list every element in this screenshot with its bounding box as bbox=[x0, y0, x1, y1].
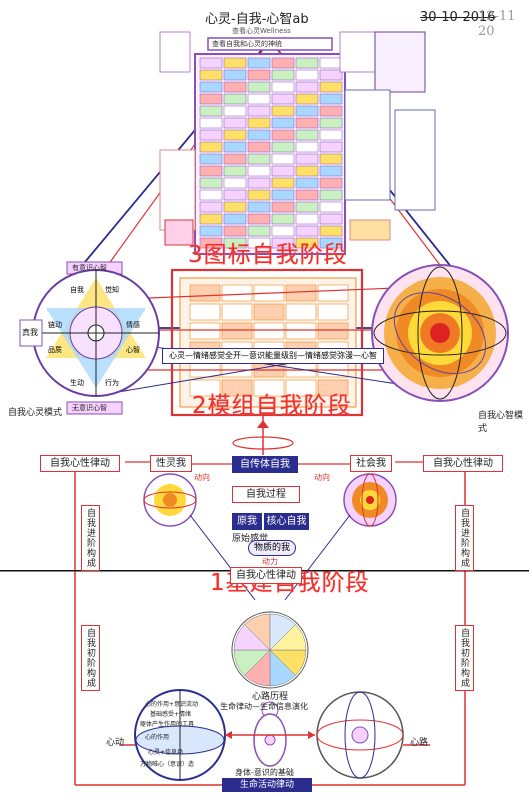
heart-circle-text-4: 心的作用 bbox=[145, 734, 170, 741]
mandala-seg-3: 情感 bbox=[126, 321, 140, 329]
right-mandala-caption: 自我心智模式 bbox=[478, 411, 524, 434]
heart-journey-label: 心路历程 bbox=[252, 692, 289, 702]
original-feel-label: 原始感觉 bbox=[232, 534, 269, 544]
mandala-seg-8: 链动 bbox=[48, 321, 62, 329]
core-right-box: 核心自我 bbox=[264, 513, 309, 530]
life-rhythm-label: 生命律动—生命信息演化 bbox=[220, 702, 308, 711]
process-box: 自我过程 bbox=[232, 486, 300, 503]
heart-circle bbox=[134, 689, 226, 781]
heart-circle-text-1: 心的作用+意识流动 bbox=[145, 701, 199, 708]
right-mandala bbox=[371, 264, 509, 402]
road-circle bbox=[316, 691, 404, 779]
left-upper-vertical: 自我进阶构成 bbox=[81, 505, 100, 571]
whole-self-box: 自传体自我 bbox=[232, 456, 298, 473]
core-left-box: 原我 bbox=[232, 513, 262, 530]
dyn-right-label: 动向 bbox=[314, 473, 330, 482]
stage3-label: 3图标自我阶段 bbox=[188, 242, 348, 268]
heart-circle-text-3: 躯体产生作用的工具 bbox=[140, 721, 195, 728]
power-label: 动力 bbox=[262, 557, 278, 566]
mandala-seg-4: 心智 bbox=[126, 346, 140, 354]
mandala-seg-7: 品质 bbox=[48, 346, 62, 354]
heart-move-label: 心动 bbox=[106, 738, 125, 748]
page-title: 心灵-自我-心智ab bbox=[205, 12, 309, 27]
middle-frame-outer bbox=[170, 268, 364, 417]
left-rhythm-box: 自我心性律动 bbox=[40, 455, 120, 472]
left-mandala-caption: 自我心灵模式 bbox=[8, 408, 63, 418]
top-chart-topbox: 查看自我和心灵的神统 bbox=[212, 40, 282, 48]
spirit-circle bbox=[143, 473, 197, 527]
left-mandala-side: 真我 bbox=[22, 328, 38, 337]
heart-circle-text-5: 心灵+信息场 bbox=[148, 749, 184, 756]
dyn-left-label: 动向 bbox=[194, 473, 210, 482]
mandala-seg-2: 觉知 bbox=[105, 286, 119, 294]
right-lower-vertical: 自我初阶构成 bbox=[455, 625, 474, 691]
top-chart bbox=[159, 31, 436, 255]
mandala-seg-1: 自我 bbox=[70, 286, 84, 294]
heart-road-label: 心路 bbox=[410, 738, 429, 748]
rhythm-box: 自我心性律动 bbox=[230, 567, 302, 584]
material-self-box: 物质的我 bbox=[248, 540, 296, 556]
mandala-seg-5: 行为 bbox=[105, 379, 119, 387]
left-lower-vertical: 自我初阶构成 bbox=[81, 625, 100, 691]
top-chart-subtitle: 查看心灵Wellness bbox=[232, 27, 291, 35]
social-self-box: 社会我 bbox=[350, 455, 392, 472]
right-rhythm-box: 自我心性律动 bbox=[423, 455, 503, 472]
heart-circle-text-6: 万物唯心（意识）造 bbox=[140, 761, 195, 768]
social-circle bbox=[343, 473, 397, 527]
right-upper-vertical: 自我进阶构成 bbox=[455, 505, 474, 571]
mandala-seg-6: 生动 bbox=[70, 379, 84, 387]
handwritten-note: 12-11 20 bbox=[478, 9, 516, 39]
stage2-label: 2模组自我阶段 bbox=[192, 393, 352, 419]
left-mandala-top: 有意识心智 bbox=[72, 264, 107, 272]
body-figure bbox=[253, 701, 287, 767]
body-base-label: 身体-意识的基础 bbox=[235, 768, 294, 777]
spirit-self-box: 性灵我 bbox=[150, 455, 192, 472]
life-activity-box: 生命活动律动 bbox=[222, 778, 312, 792]
left-mandala-bottom: 无意识心智 bbox=[72, 404, 107, 412]
middle-grid bbox=[189, 284, 349, 397]
middle-bar: 心灵—情绪感觉全开—意识能量级别—情绪感觉弥漫—心智 bbox=[162, 348, 384, 364]
heart-circle-text-2: 基础感受+情绪 bbox=[150, 711, 192, 718]
compass-circle bbox=[231, 611, 309, 689]
left-mandala bbox=[19, 261, 160, 415]
date-label: 30-10-2016 bbox=[420, 10, 496, 25]
